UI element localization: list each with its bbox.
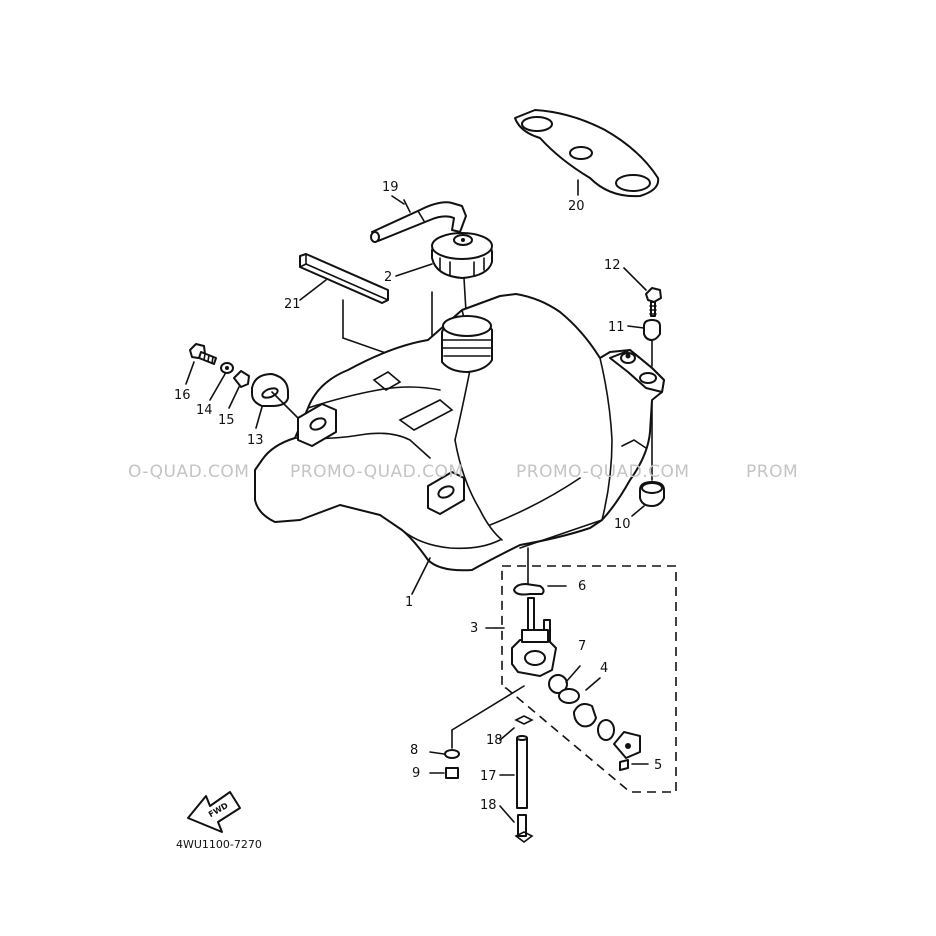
part-label-12: 12 [604,258,621,273]
part-label-1: 1 [405,595,413,610]
part-label-6: 6 [578,579,586,594]
part-label-3: 3 [470,621,478,636]
part-label-8: 8 [410,743,418,758]
part-label-5: 5 [654,758,662,773]
part-label-19: 19 [382,180,399,195]
part-label-15: 15 [218,413,235,428]
fwd-arrow-icon: FWD [187,791,241,833]
top-plate-part [514,109,660,198]
part-label-14: 14 [196,403,213,418]
part-label-20: 20 [568,199,585,214]
watermark-2: PROMO-QUAD.COM [290,462,464,482]
fuel-cock-assembly [451,519,677,793]
right-mount-parts [623,267,665,517]
diagram-code: 4WU1100-7270 [176,838,262,851]
part-label-17: 17 [480,769,497,784]
part-label-13: 13 [247,433,264,448]
foam-strip-part [299,253,433,359]
part-label-18-lower: 18 [480,798,497,813]
part-label-9: 9 [412,766,420,781]
watermark-3: PROMO-QUAD.COM [516,462,690,482]
part-label-7: 7 [578,639,586,654]
watermark-4: PROM [746,462,798,482]
breather-hose-part [370,199,467,243]
part-label-16: 16 [174,388,191,403]
part-label-21: 21 [284,297,301,312]
part-label-10: 10 [614,517,631,532]
fuel-cap-part [431,232,493,313]
fuel-line-parts [429,715,534,843]
part-label-11: 11 [608,320,625,335]
part-label-2: 2 [384,270,392,285]
part-label-18-upper: 18 [486,733,503,748]
left-mount-parts [185,343,299,429]
fuel-tank-part [254,293,665,595]
watermark-1: O-QUAD.COM [128,462,249,482]
part-label-4: 4 [600,661,608,676]
